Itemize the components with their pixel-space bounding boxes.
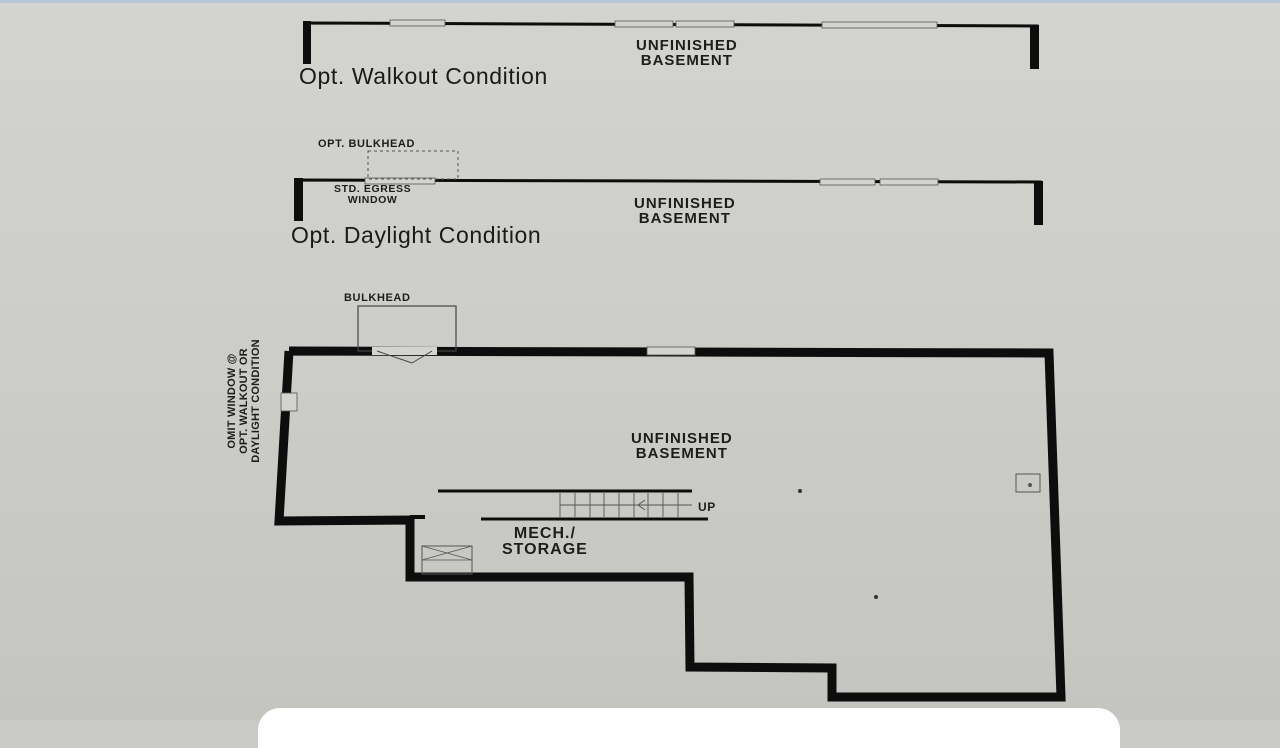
mech-line1: MECH./ (513, 525, 576, 542)
floor-plan-sheet (0, 0, 1280, 720)
side-note-line1: OMIT WINDOW @ (225, 353, 238, 449)
omit-window-note: OMIT WINDOW @ OPT. WALKOUT OR DAYLIGHT C… (226, 339, 262, 463)
main-room-line1: UNFINISHED (631, 430, 733, 447)
walkout-wall (303, 19, 1039, 69)
egress-line2: WINDOW (347, 193, 398, 206)
mech-storage-label: MECH./ STORAGE (502, 526, 588, 558)
daylight-room-line2: BASEMENT (638, 210, 731, 227)
daylight-wall (294, 177, 1043, 225)
stairs-up-label: UP (698, 500, 716, 514)
walkout-room-line2: BASEMENT (640, 52, 733, 69)
egress-line1: STD. EGRESS (334, 183, 412, 195)
side-note-line2: OPT. WALKOUT OR (237, 348, 250, 454)
egress-window-label: STD. EGRESS WINDOW (334, 184, 411, 205)
daylight-room-label: UNFINISHED BASEMENT (634, 196, 736, 226)
bottom-sheet-card (258, 708, 1120, 748)
walkout-caption: Opt. Walkout Condition (299, 63, 548, 89)
mech-line2: STORAGE (502, 541, 588, 558)
opt-bulkhead-outline (367, 150, 459, 180)
main-basement-walls (274, 305, 1066, 702)
top-edge-strip (0, 0, 1280, 3)
main-room-label: UNFINISHED BASEMENT (631, 431, 733, 461)
opt-bulkhead-label: OPT. BULKHEAD (318, 138, 416, 150)
side-note-line3: DAYLIGHT CONDITION (250, 339, 263, 463)
walkout-room-label: UNFINISHED BASEMENT (636, 38, 738, 68)
daylight-caption: Opt. Daylight Condition (291, 222, 542, 248)
walkout-room-line1: UNFINISHED (636, 37, 738, 54)
bulkhead-label: BULKHEAD (344, 292, 411, 304)
main-room-line2: BASEMENT (635, 445, 728, 462)
daylight-room-line1: UNFINISHED (634, 195, 736, 212)
floor-plan-drawing (274, 19, 1066, 702)
